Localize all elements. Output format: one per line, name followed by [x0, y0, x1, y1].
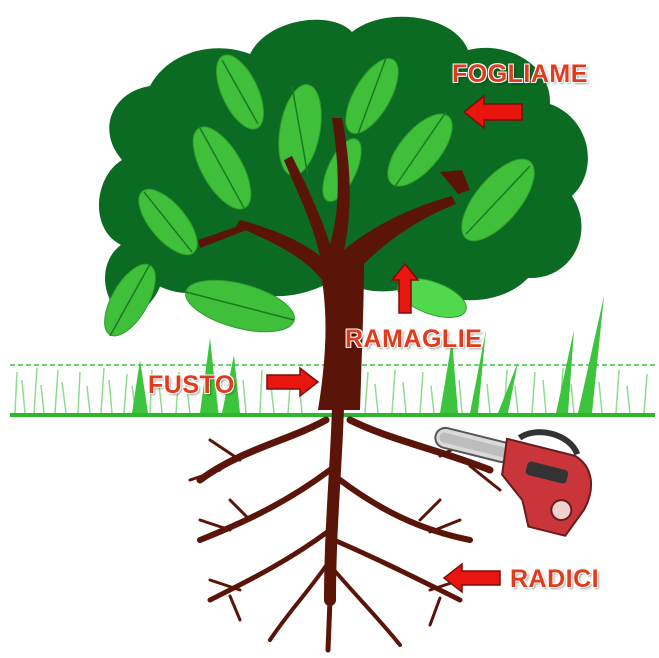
label-roots: RADICI [510, 567, 599, 592]
chainsaw-icon [420, 407, 602, 540]
arrow-roots-icon [444, 564, 500, 592]
arrow-trunk-icon [267, 368, 318, 396]
label-trunk: FUSTO [148, 373, 235, 398]
label-branches: RAMAGLIE [345, 327, 482, 352]
label-foliage: FOGLIAME [452, 62, 588, 87]
